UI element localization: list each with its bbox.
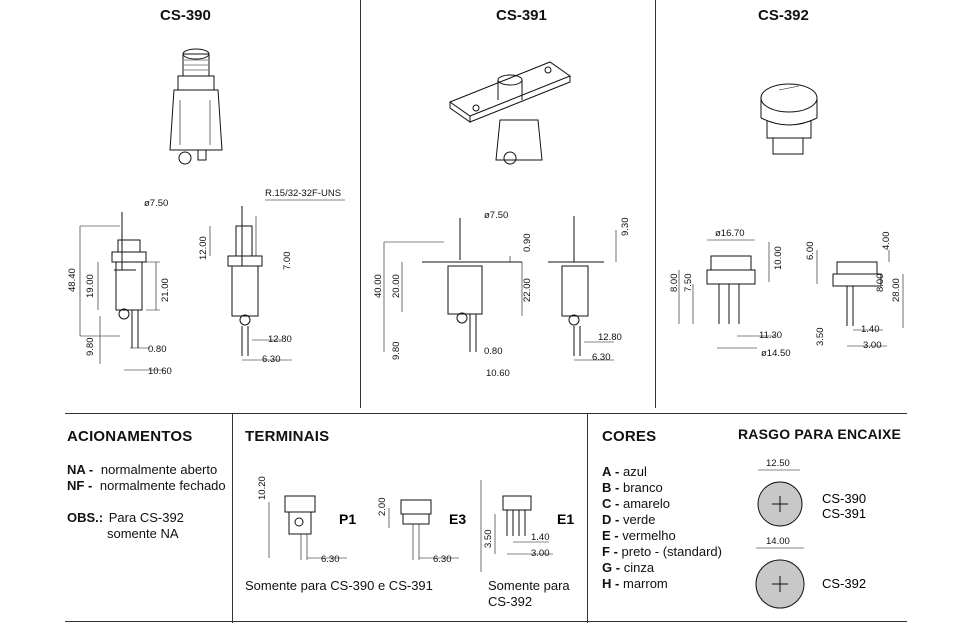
cs390-dim-w08: 0.80: [148, 344, 167, 355]
cs391-dim-h20: 20.00: [391, 274, 402, 298]
terminal-p1: 10.20 6.30 P1: [257, 476, 356, 565]
svg-text:2.00: 2.00: [377, 498, 388, 517]
cor-item: F - preto - (standard): [602, 544, 722, 559]
cs391-dim-h09: 0.90: [522, 234, 533, 253]
cs392-dim-h6: 6.00: [805, 242, 816, 261]
cs392-dim-h28: 28.00: [891, 278, 902, 302]
cores-title: CORES: [602, 428, 657, 445]
cs390-dim-h19: 19.00: [85, 274, 96, 298]
cor-item: E - vermelho: [602, 528, 676, 543]
cs391-dim-h93: 9.30: [620, 218, 631, 237]
cs392-dim-h8b: 8.00: [875, 274, 886, 293]
cs391-dim-w6: 6.30: [592, 352, 611, 363]
cs392-dim-h75: 7.50: [683, 274, 694, 293]
terminais-note-390-391: Somente para CS-390 e CS-391: [245, 578, 433, 593]
cor-item: G - cinza: [602, 560, 655, 575]
cor-item: H - marrom: [602, 576, 668, 591]
svg-text:E3: E3: [449, 511, 466, 527]
cs391-front-view: ø7.50 40.00 20.00 0.90 22.00 9.80 0.80 1…: [373, 210, 533, 379]
cs390-drawing: ø7.50 48.40 19.00 21.00 9.80 0.80 10.60 …: [67, 48, 345, 377]
svg-text:10.20: 10.20: [257, 476, 268, 500]
terminal-e3: 2.00 6.30 E3: [377, 498, 466, 566]
cs390-dim-h98: 9.80: [85, 338, 96, 357]
cs390-dim-h21: 21.00: [160, 278, 171, 302]
model-title-cs391: CS-391: [496, 7, 547, 24]
cs392-dim-h10: 10.00: [773, 246, 784, 270]
rasgo-drawings: 12.50 CS-390 CS-391 14.00 CS-392: [755, 458, 866, 609]
svg-text:CS-392: CS-392: [822, 576, 866, 591]
cs391-dim-w08: 0.80: [484, 346, 503, 357]
svg-text:14.00: 14.00: [766, 536, 790, 547]
cs391-drawing: ø7.50 40.00 20.00 0.90 22.00 9.80 0.80 1…: [373, 61, 631, 379]
cs390-dim-h7: 7.00: [282, 252, 293, 271]
cs391-dim-h22: 22.00: [522, 278, 533, 302]
terminal-e1: 3.50 1.40 3.00 E1: [483, 495, 574, 559]
cs391-dim-h40: 40.00: [373, 274, 384, 298]
rasgo-circle-392: 14.00 CS-392: [755, 536, 866, 609]
cor-item: C - amarelo: [602, 496, 670, 511]
cs392-side-view: 6.00 4.00 8.00 28.00 3.50 1.40 3.00: [805, 232, 904, 351]
acionamento-row-na: NA - normalmente aberto: [67, 462, 218, 477]
terminais-note-392: Somente para CS-392: [488, 578, 570, 609]
svg-text:6.30: 6.30: [321, 554, 340, 565]
divider-acion-term: [232, 413, 233, 623]
divider-top-bottom: [65, 413, 907, 414]
svg-text:P1: P1: [339, 511, 356, 527]
cs392-dim-h4: 4.00: [881, 232, 892, 251]
svg-text:6.30: 6.30: [433, 554, 452, 565]
svg-text:3.00: 3.00: [531, 548, 550, 559]
cs390-side-view: R.15/32-32F-UNS 12.00 7.00 12.80 6.30: [198, 188, 345, 365]
cs390-dim-w106: 10.60: [148, 366, 172, 377]
acionamentos-title: ACIONAMENTOS: [67, 428, 193, 445]
cs392-dim-h35: 3.50: [815, 328, 826, 347]
divider-term-cores: [587, 413, 588, 623]
cor-item: B - branco: [602, 480, 663, 495]
cs392-front-view: ø16.70 10.00 8.00 7.50 11.30 ø14.50: [669, 228, 791, 359]
cs391-dim-w106: 10.60: [486, 368, 510, 379]
divider-bottom: [65, 621, 907, 622]
acionamentos-list: NA - normalmente aberto NF - normalmente…: [67, 462, 226, 494]
acionamentos-obs: OBS.: Para CS-392 somente NA: [67, 510, 184, 541]
cs390-dim-h48: 48.40: [67, 268, 78, 292]
cs392-dim-d167: ø16.70: [715, 228, 745, 239]
cs390-dim-h12: 12.00: [198, 236, 209, 260]
cs390-front-view: ø7.50 48.40 19.00 21.00 9.80 0.80 10.60: [67, 198, 172, 377]
cs390-isometric-view: [169, 48, 223, 165]
cs392-dim-w113: 11.30: [759, 330, 782, 341]
terminais-title: TERMINAIS: [245, 428, 330, 445]
cs390-dim-thread: R.15/32-32F-UNS: [265, 188, 341, 199]
divider-390-391: [360, 0, 361, 408]
cs392-drawing: ø16.70 10.00 8.00 7.50 11.30 ø14.50 6.00…: [669, 83, 904, 359]
rasgo-circle-390-391: 12.50 CS-390 CS-391: [757, 458, 866, 527]
divider-391-392: [655, 0, 656, 408]
cs391-side-view: 9.30 12.80 6.30: [548, 216, 631, 363]
cs392-dim-d145: ø14.50: [761, 348, 791, 359]
cs392-dim-h8a: 8.00: [669, 274, 680, 293]
cor-item: A - azul: [602, 464, 647, 479]
cs390-dim-w12: 12.80: [268, 334, 292, 345]
model-title-cs390: CS-390: [160, 7, 211, 24]
rasgo-title: RASGO PARA ENCAIXE: [738, 426, 902, 442]
model-title-cs392: CS-392: [758, 7, 809, 24]
cs391-dim-h98: 9.80: [391, 342, 402, 361]
cs392-isometric-view: [760, 83, 818, 155]
cs391-dim-w12: 12.80: [598, 332, 622, 343]
cs392-dim-w3: 3.00: [863, 340, 882, 351]
cs391-dim-d1: ø7.50: [484, 210, 508, 221]
acionamento-row-nf: NF - normalmente fechado: [67, 478, 226, 493]
svg-text:3.50: 3.50: [483, 530, 494, 549]
cor-item: D - verde: [602, 512, 656, 527]
terminais-drawings: 10.20 6.30 P1 2.00 6.30 E3 3.50 1.40 3.0…: [257, 476, 574, 572]
svg-text:E1: E1: [557, 511, 574, 527]
svg-text:CS-390: CS-390: [822, 491, 866, 506]
svg-text:1.40: 1.40: [531, 532, 550, 543]
cs391-isometric-view: [448, 61, 572, 165]
cores-list: A - azul B - branco C - amarelo D - verd…: [602, 464, 722, 592]
svg-text:CS-391: CS-391: [822, 506, 866, 521]
svg-text:12.50: 12.50: [766, 458, 790, 469]
cs390-dim-d1: ø7.50: [144, 198, 168, 209]
cs392-dim-w14: 1.40: [861, 324, 880, 335]
cs390-dim-w6: 6.30: [262, 354, 281, 365]
